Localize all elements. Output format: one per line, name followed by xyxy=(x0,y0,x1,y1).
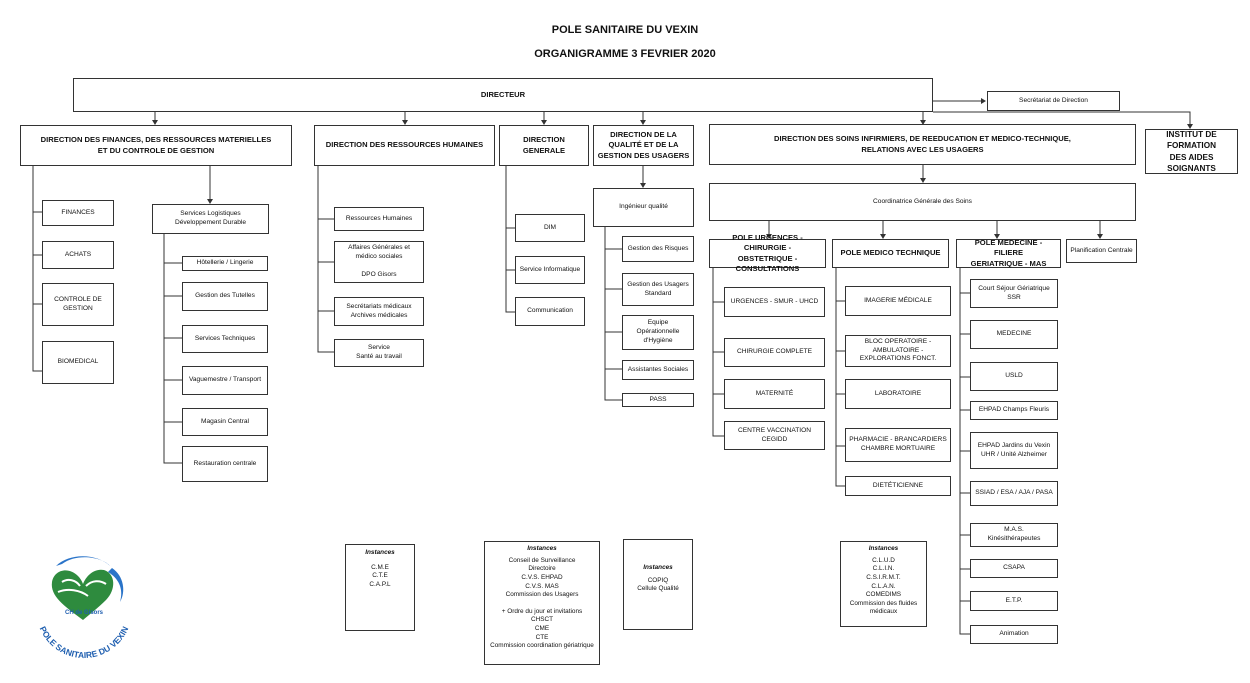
instances-line: C.A.P.L xyxy=(369,580,391,588)
rh-item: Affaires Générales et médico sociales DP… xyxy=(334,241,424,283)
pole-medico-item: PHARMACIE - BRANCARDIERS CHAMBRE MORTUAI… xyxy=(845,428,951,462)
pole-medecine-item: CSAPA xyxy=(970,559,1058,578)
logistique-item: Magasin Central xyxy=(182,408,268,436)
instances-line: COMEDIMS xyxy=(865,591,902,599)
qualite-item: Gestion des Usagers Standard xyxy=(622,273,694,306)
instances-line: Conseil de Surveillance xyxy=(508,556,576,564)
pole-medecine-item: E.T.P. xyxy=(970,591,1058,611)
pole-sanitaire-logo: CH de Gisors POLE SANITAIRE DU VEXIN xyxy=(38,556,131,660)
instances-line: C.M.E xyxy=(371,563,389,571)
pole-medico-item: DIETÉTICIENNE xyxy=(845,476,951,496)
qualite-item: Equipe Opérationnelle d'Hygiène xyxy=(622,315,694,350)
directeur-box: DIRECTEUR xyxy=(73,78,933,112)
rh-item: Ressources Humaines xyxy=(334,207,424,231)
pole-medico-item: LABORATOIRE xyxy=(845,379,951,409)
finances-item-achats: ACHATS xyxy=(42,241,114,269)
pole-medecine: POLE MEDECINE - FILIERE GERIATRIQUE - MA… xyxy=(956,238,1061,268)
logistique-item: Restauration centrale xyxy=(182,446,268,482)
instances-line: CME xyxy=(534,625,550,633)
pole-medecine-item: EHPAD Jardins du Vexin UHR / Unité Alzhe… xyxy=(970,432,1058,469)
direction-rh: DIRECTION DES RESSOURCES HUMAINES xyxy=(314,125,495,166)
direction-generale: DIRECTION GENERALE xyxy=(499,125,589,166)
planification-centrale: Planification Centrale xyxy=(1066,239,1137,263)
pole-medico-technique: POLE MEDICO TECHNIQUE xyxy=(832,239,949,268)
qualite-item: PASS xyxy=(622,393,694,407)
instances-line: CTE xyxy=(535,633,549,641)
instances-line: C.L.I.N. xyxy=(872,565,895,573)
instances-box-rh: Instances C.M.E C.T.E C.A.P.L xyxy=(345,544,415,631)
instances-line xyxy=(487,600,597,608)
instances-title: Instances xyxy=(365,549,395,556)
pole-medico-item: BLOC OPERATOIRE - AMBULATOIRE - EXPLORAT… xyxy=(845,335,951,367)
instances-line: C.L.U.D xyxy=(872,556,895,564)
instances-line: COPIQ xyxy=(647,576,669,584)
rh-item: Service Santé au travail xyxy=(334,339,424,367)
pole-urgences-item: MATERNITÉ xyxy=(724,379,825,409)
instances-line: + Ordre du jour et invitations xyxy=(501,607,583,615)
instances-title: Instances xyxy=(868,545,899,552)
qualite-head: Ingénieur qualité xyxy=(593,188,694,227)
finances-item-biomedical: BIOMEDICAL xyxy=(42,341,114,384)
page-title: POLE SANITAIRE DU VEXIN xyxy=(551,24,699,36)
finances-item-finances: FINANCES xyxy=(42,200,114,226)
generale-item-dim: DIM xyxy=(515,214,585,242)
instances-title: Instances xyxy=(527,545,557,552)
instances-line: Commission des fluides xyxy=(849,599,918,607)
pole-medecine-item: M.A.S. Kinésithérapeutes xyxy=(970,523,1058,547)
logistique-item: Services Techniques xyxy=(182,325,268,353)
qualite-item: Assistantes Sociales xyxy=(622,360,694,380)
instances-line: C.S.I.R.M.T. xyxy=(866,573,901,581)
pole-medecine-item: MEDECINE xyxy=(970,320,1058,349)
logistique-item: Hôtellerie / Lingerie xyxy=(182,256,268,271)
finances-item-controle: CONTROLE DE GESTION xyxy=(42,283,114,326)
instances-line: C.T.E xyxy=(372,572,388,580)
instances-line: médicaux xyxy=(869,608,898,616)
generale-item-informatique: Service Informatique xyxy=(515,256,585,284)
instances-line: C.L.A.N. xyxy=(871,582,896,590)
instances-line: C.V.S. MAS xyxy=(525,582,559,590)
instances-title: Instances xyxy=(643,564,673,571)
pole-medecine-item: USLD xyxy=(970,362,1058,391)
instances-line: Commission des Usagers xyxy=(505,591,579,599)
institut-formation: INSTITUT DE FORMATION DES AIDES SOIGNANT… xyxy=(1145,129,1238,174)
instances-line: Cellule Qualité xyxy=(637,585,679,593)
direction-qualite: DIRECTION DE LA QUALITÉ ET DE LA GESTION… xyxy=(593,125,694,166)
secretariat-box: Secrétariat de Direction xyxy=(987,91,1120,111)
instances-line: C.V.S. EHPAD xyxy=(521,573,563,581)
logistique-item: Vaguemestre / Transport xyxy=(182,366,268,395)
rh-item: Secrétariats médicaux Archives médicales xyxy=(334,297,424,326)
pole-urgences-item: CENTRE VACCINATION CEGIDD xyxy=(724,421,825,450)
pole-urgences: POLE URGENCES - CHIRURGIE - OBSTETRIQUE … xyxy=(709,233,826,273)
instances-box-qualite: Instances COPIQ Cellule Qualité xyxy=(623,539,693,630)
instances-line: CHSCT xyxy=(530,616,553,624)
logistique-head: Services Logistiques Développement Durab… xyxy=(152,204,269,234)
qualite-item: Gestion des Risques xyxy=(622,236,694,262)
logistique-item: Gestion des Tutelles xyxy=(182,282,268,311)
pole-urgences-item: URGENCES - SMUR - UHCD xyxy=(724,287,825,317)
direction-soins: DIRECTION DES SOINS INFIRMIERS, DE REEDU… xyxy=(709,124,1136,165)
logo-inner-text: CH de Gisors xyxy=(65,610,104,616)
instances-line: Directoire xyxy=(528,565,556,573)
pole-urgences-item: CHIRURGIE COMPLETE xyxy=(724,338,825,367)
pole-medecine-item: Court Séjour Gériatrique SSR xyxy=(970,279,1058,308)
page-subtitle: ORGANIGRAMME 3 FEVRIER 2020 xyxy=(534,48,716,60)
instances-line: Commission coordination gériatrique xyxy=(490,642,594,650)
instances-box-soins: Instances C.L.U.D C.L.I.N. C.S.I.R.M.T. … xyxy=(840,541,927,627)
pole-medico-item: IMAGERIE MÉDICALE xyxy=(845,286,951,316)
instances-box-generale: Instances Conseil de Surveillance Direct… xyxy=(484,541,600,665)
direction-finances: DIRECTION DES FINANCES, DES RESSOURCES M… xyxy=(20,125,292,166)
pole-medecine-item: EHPAD Champs Fleuris xyxy=(970,401,1058,420)
logo-text: POLE SANITAIRE DU VEXIN xyxy=(38,625,131,660)
pole-medecine-item: Animation xyxy=(970,625,1058,644)
coordinatrice-box: Coordinatrice Générale des Soins xyxy=(709,183,1136,221)
pole-medecine-item: SSIAD / ESA / AJA / PASA xyxy=(970,481,1058,506)
generale-item-communication: Communication xyxy=(515,297,585,326)
